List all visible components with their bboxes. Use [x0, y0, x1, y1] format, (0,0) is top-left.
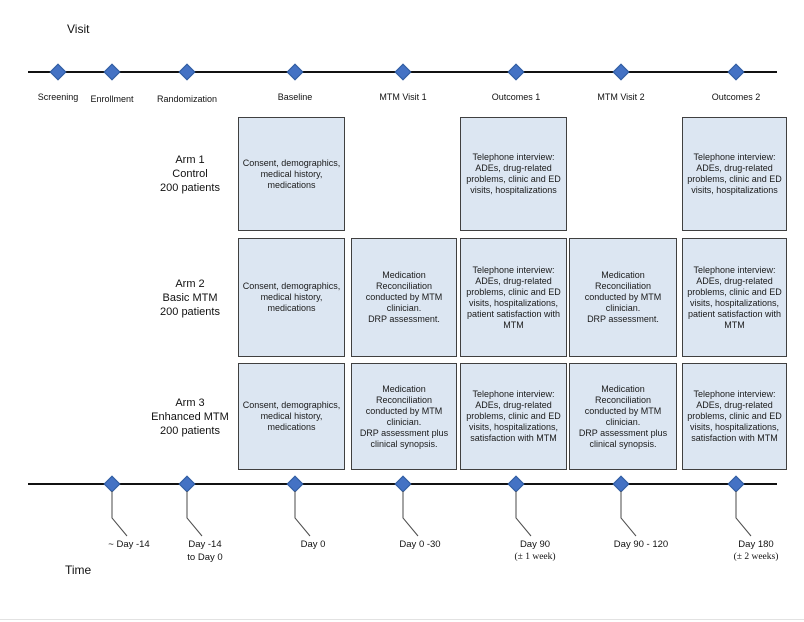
arm2-mtm1-box: Medication Reconciliation conducted by M… — [351, 238, 457, 357]
time-label-mtm-visit-2: Day 90 - 120 — [613, 539, 669, 550]
arm1-outcomes1-text: Telephone interview: ADEs, drug-related … — [466, 152, 561, 195]
time-label-outcomes-1: Day 90 (± 1 week) — [514, 539, 556, 562]
arm-1-patients: 200 patients — [160, 182, 220, 194]
time-marker-randomization-icon — [178, 475, 196, 493]
arm-3-name: Arm 3 — [175, 396, 205, 409]
time-marker-mtm-visit-2-icon — [612, 475, 630, 493]
arm-2-label: Arm 2 Basic MTM 200 patients — [120, 238, 260, 357]
arm3-outcomes1-box: Telephone interview: ADEs, drug-related … — [460, 363, 567, 470]
arm3-mtm1-box: Medication Reconciliation conducted by M… — [351, 363, 457, 470]
arm-2-patients: 200 patients — [160, 305, 220, 318]
arm2-outcomes1-text: Telephone interview: ADEs, drug-related … — [466, 264, 561, 330]
visit-axis-title: Visit — [67, 22, 90, 36]
arm1-baseline-box: Consent, demographics, medical history, … — [238, 117, 345, 231]
arm2-mtm1-text: Medication Reconciliation conducted by M… — [365, 270, 443, 324]
arm-2-name: Arm 2 — [175, 277, 205, 290]
visit-label-screening: Screening — [37, 92, 79, 102]
arm2-outcomes2-text: Telephone interview: ADEs, drug-related … — [687, 264, 782, 330]
visit-label-mtm-visit-2: MTM Visit 2 — [597, 92, 645, 102]
time-marker-baseline-icon — [286, 475, 304, 493]
arm3-baseline-box: Consent, demographics, medical history, … — [238, 363, 345, 470]
arm2-baseline-box: Consent, demographics, medical history, … — [238, 238, 345, 357]
time-marker-mtm-visit-1-icon — [394, 475, 412, 493]
visit-label-baseline: Baseline — [277, 92, 313, 102]
time-label-enrollment: ~ Day -14 — [108, 539, 150, 550]
arm3-outcomes2-text: Telephone interview: ADEs, drug-related … — [687, 389, 782, 443]
arm2-outcomes1-box: Telephone interview: ADEs, drug-related … — [460, 238, 567, 357]
visit-marker-outcomes-2-icon — [727, 63, 745, 81]
arm3-outcomes1-text: Telephone interview: ADEs, drug-related … — [466, 389, 561, 443]
bottom-divider — [0, 619, 804, 620]
arm3-outcomes2-box: Telephone interview: ADEs, drug-related … — [682, 363, 787, 470]
visit-marker-randomization-icon — [178, 63, 196, 81]
arm1-baseline-text: Consent, demographics, medical history, … — [242, 157, 341, 190]
visit-label-randomization: Randomization — [156, 94, 218, 104]
visit-marker-mtm-visit-2-icon — [612, 63, 630, 81]
arm1-outcomes2-box: Telephone interview: ADEs, drug-related … — [682, 117, 787, 231]
visit-marker-baseline-icon — [286, 63, 304, 81]
visit-label-outcomes-2: Outcomes 2 — [711, 92, 761, 102]
arm2-baseline-text: Consent, demographics, medical history, … — [242, 281, 341, 313]
arm3-mtm2-text: Medication Reconciliation conducted by M… — [578, 383, 668, 449]
arm3-mtm2-box: Medication Reconciliation conducted by M… — [569, 363, 677, 470]
arm2-mtm2-text: Medication Reconciliation conducted by M… — [584, 270, 662, 324]
visit-label-enrollment: Enrollment — [90, 94, 134, 104]
arm-3-type: Enhanced MTM — [151, 410, 229, 423]
arm2-mtm2-box: Medication Reconciliation conducted by M… — [569, 238, 677, 357]
visit-label-mtm-visit-1: MTM Visit 1 — [379, 92, 427, 102]
time-marker-enrollment-icon — [103, 475, 121, 493]
arm-1-name: Arm 1 — [175, 154, 205, 166]
time-label-baseline: Day 0 — [300, 539, 326, 550]
time-label-outcomes-2: Day 180 (± 2 weeks) — [733, 539, 779, 562]
time-marker-outcomes-1-icon — [507, 475, 525, 493]
visit-marker-screening-icon — [49, 63, 67, 81]
arm-1-label: Arm 1 Control 200 patients — [120, 117, 260, 231]
arm-3-patients: 200 patients — [160, 424, 220, 437]
time-marker-outcomes-2-icon — [727, 475, 745, 493]
arm-3-label: Arm 3 Enhanced MTM 200 patients — [120, 363, 260, 470]
time-label-mtm-visit-1: Day 0 -30 — [399, 539, 441, 550]
arm2-outcomes2-box: Telephone interview: ADEs, drug-related … — [682, 238, 787, 357]
visit-marker-enrollment-icon — [103, 63, 121, 81]
visit-marker-outcomes-1-icon — [507, 63, 525, 81]
visit-marker-mtm-visit-1-icon — [394, 63, 412, 81]
time-label-randomization: Day -14 to Day 0 — [187, 539, 223, 563]
arm-2-type: Basic MTM — [162, 291, 218, 304]
visit-label-outcomes-1: Outcomes 1 — [491, 92, 541, 102]
arm1-outcomes1-box: Telephone interview: ADEs, drug-related … — [460, 117, 567, 231]
arm1-outcomes2-text: Telephone interview: ADEs, drug-related … — [687, 152, 782, 195]
arm3-baseline-text: Consent, demographics, medical history, … — [242, 400, 341, 432]
time-axis-title: Time — [65, 563, 92, 577]
arm3-mtm1-text: Medication Reconciliation conducted by M… — [359, 383, 449, 449]
arm-1-type: Control — [172, 168, 208, 180]
